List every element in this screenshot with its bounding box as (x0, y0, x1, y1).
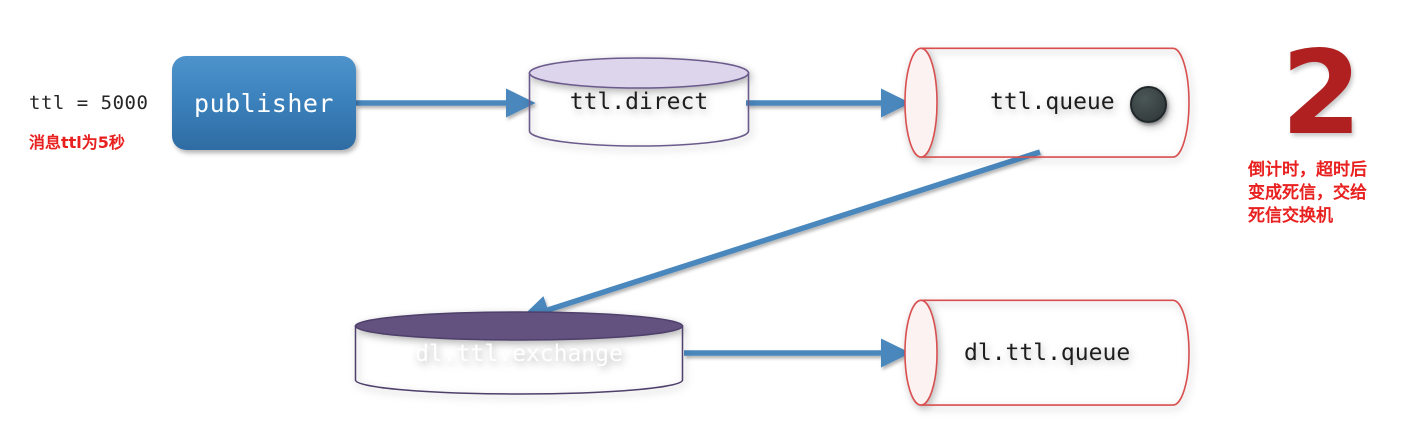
node-ttl-direct[interactable]: ttl.direct (528, 57, 750, 147)
node-dl-ttl-queue-label: dl.ttl.queue (964, 340, 1131, 366)
node-ttl-queue[interactable]: ttl.queue (904, 47, 1190, 159)
node-publisher[interactable]: publisher (172, 56, 356, 150)
ttl-note-label: 消息ttl为5秒 (29, 133, 125, 152)
node-dl-ttl-exchange-label: dl.ttl.exchange (415, 341, 623, 367)
arrow-ttl-queue-to-dl-ttl-exchange (519, 149, 1041, 324)
step-note-line-3: 死信交换机 (1248, 206, 1333, 226)
step-note-line-1: 倒计时，超时后 (1248, 160, 1367, 180)
step-note-line-2: 变成死信，交给 (1248, 183, 1367, 203)
node-dl-ttl-exchange[interactable]: dl.ttl.exchange (354, 311, 684, 395)
step-note: 倒计时，超时后 变成死信，交给 死信交换机 (1248, 159, 1394, 228)
node-dl-ttl-queue[interactable]: dl.ttl.queue (904, 299, 1190, 407)
step-number: 2 (1281, 26, 1362, 161)
message-dot-icon (1130, 86, 1167, 123)
node-ttl-direct-label: ttl.direct (569, 89, 709, 115)
node-publisher-label: publisher (194, 88, 334, 118)
ttl-config-label: ttl = 5000 (29, 92, 149, 114)
node-ttl-queue-label: ttl.queue (990, 89, 1115, 115)
